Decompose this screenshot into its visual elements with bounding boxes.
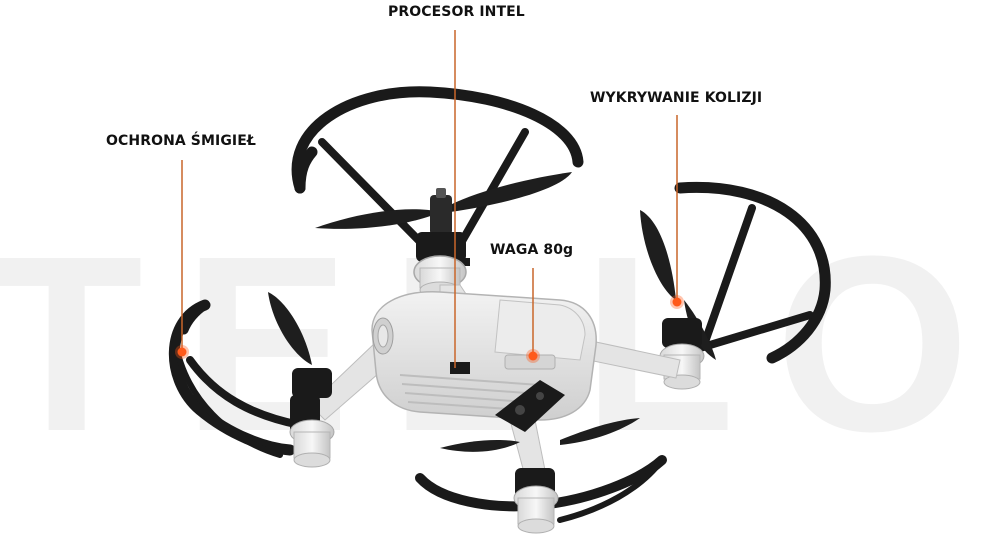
drone-body <box>371 291 597 432</box>
callout-kolizji <box>670 115 684 309</box>
propeller-front <box>315 172 572 235</box>
propeller-guard-right <box>674 181 831 364</box>
callout-smigiel <box>175 160 189 359</box>
propeller-guard-left <box>168 299 304 458</box>
label-ochrona-smigiel: OCHRONA ŚMIGIEŁ <box>106 133 256 149</box>
label-procesor-intel: PROCESOR INTEL <box>388 4 525 20</box>
label-waga: WAGA 80g <box>490 242 574 258</box>
propeller-right <box>640 210 716 360</box>
motor-rear <box>513 485 559 534</box>
label-wykrywanie-kolizji: WYKRYWANIE KOLIZJI <box>590 90 763 106</box>
motor-right <box>659 343 705 390</box>
callout-waga <box>526 268 540 363</box>
motor-left <box>289 419 335 468</box>
